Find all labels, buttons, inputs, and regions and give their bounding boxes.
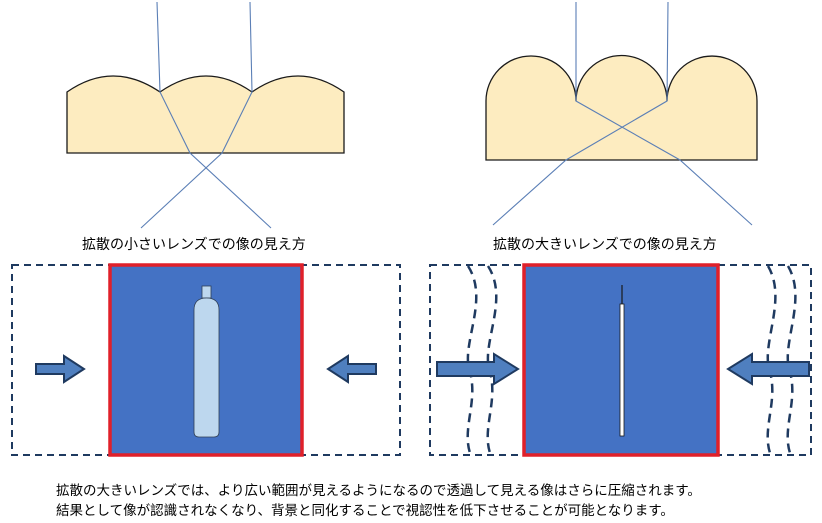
small-diffusion-lens [66, 75, 345, 154]
wave-line [766, 265, 777, 454]
large-diffusion-lens-group [485, 1, 758, 226]
ray-right [140, 1, 253, 229]
arrow-left-icon [726, 352, 810, 386]
ray-left [156, 1, 272, 229]
small-diffusion-lens-group [66, 1, 345, 229]
arrow-right-icon [436, 352, 520, 386]
small-diffusion-caption: 拡散の小さいレンズでの像の見え方 [82, 237, 306, 253]
arrow-right-icon [35, 354, 86, 384]
description-line-2: 結果として像が認識されなくなり、背景と同化することで視認性を低下させることが可能… [56, 503, 674, 519]
arrow-left-icon [326, 354, 377, 384]
left-panel [11, 263, 401, 457]
ray-left [575, 2, 753, 226]
large-diffusion-lens [485, 54, 758, 161]
description-text: 拡散の大きいレンズでは、より広い範囲が見えるようになるので透過して見える像はさら… [56, 481, 701, 521]
gas-cylinder-icon [193, 285, 220, 438]
large-diffusion-rays [492, 1, 753, 226]
wave-line [786, 265, 797, 454]
ray-right [492, 1, 669, 226]
small-diffusion-rays [140, 1, 272, 229]
compressed-cylinder-icon [619, 285, 625, 437]
description-line-1: 拡散の大きいレンズでは、より広い範囲が見えるようになるので透過して見える像はさら… [56, 483, 701, 499]
right-panel [429, 263, 812, 457]
large-diffusion-caption: 拡散の大きいレンズでの像の見え方 [493, 237, 717, 253]
wave-line [466, 265, 478, 454]
